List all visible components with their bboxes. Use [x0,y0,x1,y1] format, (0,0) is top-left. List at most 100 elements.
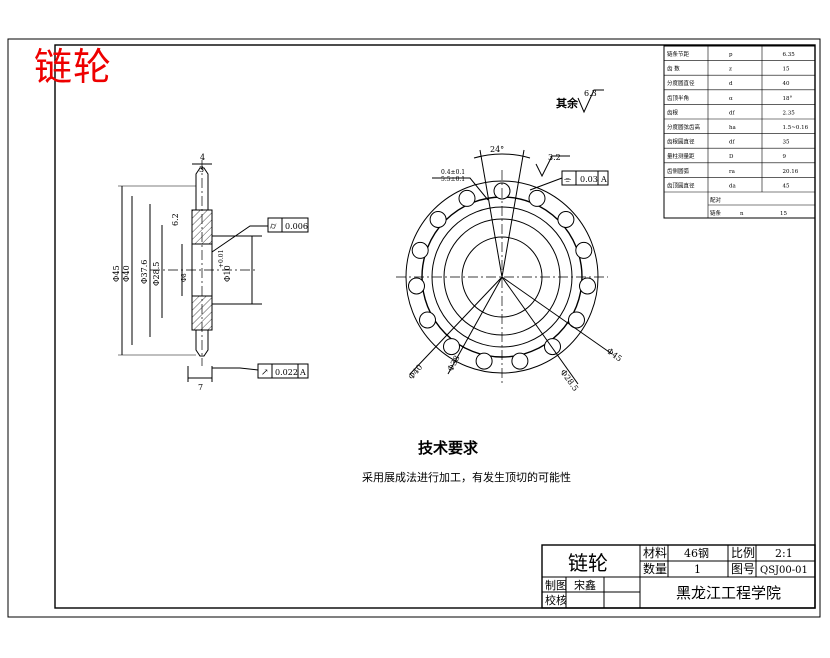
dim-leader-c [501,276,579,385]
dim-leader-d [501,276,613,355]
param-cell: 齿顶半角 [667,94,689,102]
param-cell: 量柱测量距 [667,152,695,160]
chamfer-bottom-label: 5.5±0.1 [441,176,465,183]
param-cell: 18° [783,96,793,102]
dim-hubtol: Φ37.6 [140,260,149,284]
tb-drawing-no-label: 图号 [731,562,755,576]
fcf-leader [529,177,563,191]
tb-part-name: 链轮 [568,551,608,575]
tooth-gap [557,211,575,228]
roughness-symbol [535,155,570,178]
tooth-gap [528,189,546,207]
fcf-front-box [561,170,609,186]
fcf-top-symbol: ⌭ [270,222,277,232]
outer-border [7,38,821,618]
param-cell: df [729,110,736,116]
tooth-gap [475,352,493,370]
fcf-bottom-value: 0.022 [275,368,298,377]
tb-checked-label: 校核 [545,593,567,607]
param-cell: 6.35 [783,52,796,58]
front-dim-d: Φ45 [605,346,624,363]
tb-qty-label: 数量 [643,561,667,576]
teeth-group [408,182,596,370]
param-cell: 1.5~0.16 [783,125,809,131]
dim-bore: Φ10 [223,265,232,282]
fcf-front-datum: A [600,175,607,184]
param-cell: 齿根圆直径 [667,138,695,146]
chamfer-leader [432,177,489,201]
angle-line-right [501,149,525,278]
angle-label: 24° [490,145,504,154]
tb-drawn-value: 宋鑫 [574,578,596,592]
param-cell: 20.16 [783,169,799,175]
param-cell: p [729,52,733,58]
param-extra-cell: 15 [780,211,787,217]
fcf-bottom-datum: A [299,368,306,377]
dim-leader-a [409,276,503,375]
param-cell: df [729,140,736,146]
tooth-bottom [195,330,209,357]
param-cell: α [729,96,733,102]
front-view [396,89,613,385]
front-dim-c: Φ28.5 [558,368,580,393]
tooth-gap [408,277,425,295]
tooth-gap [419,311,436,329]
param-cell: z [729,67,732,73]
param-cell: 齿侧圆弧 [667,167,690,175]
fcf-bottom-box [257,363,309,379]
leader-top [211,225,268,253]
param-cell: 40 [783,81,790,87]
dim-key: Φ8 [181,273,188,282]
side-view [118,160,309,382]
param-cell: 2.35 [783,110,796,116]
leader-bottom [212,367,259,371]
fcf-front-symbol: ⌯ [564,175,572,185]
roughness-note-label: 其余 [556,96,579,110]
param-cell: 分度圆直径 [667,79,695,87]
tooth-gap [579,277,596,295]
dim-mid: Φ28.5 [152,262,161,286]
param-cell: ha [729,125,737,131]
tb-scale-label: 比例 [731,546,755,560]
roughness-note-value: 6.3 [584,89,597,98]
tb-drawing-no-value: QSJ00-01 [760,565,808,576]
dim-top-b: 3 [199,165,204,174]
fcf-top-box [267,217,309,233]
param-cell: 35 [783,140,790,146]
param-extra-cell: 配对 [710,196,722,204]
fcf-top-value: 0.006 [285,222,308,231]
tb-school: 黑龙江工程学院 [676,584,781,602]
param-cell: 齿根 [667,108,679,116]
title-block [541,544,816,609]
notes-title: 技术要求 [418,439,479,457]
tooth-gap [568,311,585,329]
tb-qty-value: 1 [694,563,701,576]
param-extra-cell: n [740,211,744,217]
dim-chamfer: 6.2 [171,213,180,226]
param-extra-cell: 链条 [710,209,722,217]
param-cell: d [729,81,733,87]
fcf-front-value: 0.03 [580,175,598,184]
fcf-bottom-symbol: ↗ [261,368,269,378]
param-cell: 45 [783,183,790,189]
dim-bore-tol: +0.01 [218,250,225,268]
dim-outer: Φ45 [112,265,121,282]
param-cell: 齿 数 [667,65,680,73]
tooth-gap [411,241,429,259]
tooth-gap [575,241,593,259]
angle-arc [473,153,531,159]
tooth-gap [458,189,476,207]
tb-scale-value: 2:1 [775,547,793,560]
param-cell: 15 [783,67,790,73]
param-cell: da [729,183,737,189]
tooth-gap [429,211,447,228]
tb-material-value: 46钢 [684,547,709,560]
tb-material-label: 材料 [643,546,667,560]
tooth-gap [443,338,460,356]
watermark-title: 链轮 [34,45,113,89]
param-cell: ra [729,169,736,175]
dim-bottom: 7 [198,383,203,392]
dim-top-a: 4 [200,153,205,162]
